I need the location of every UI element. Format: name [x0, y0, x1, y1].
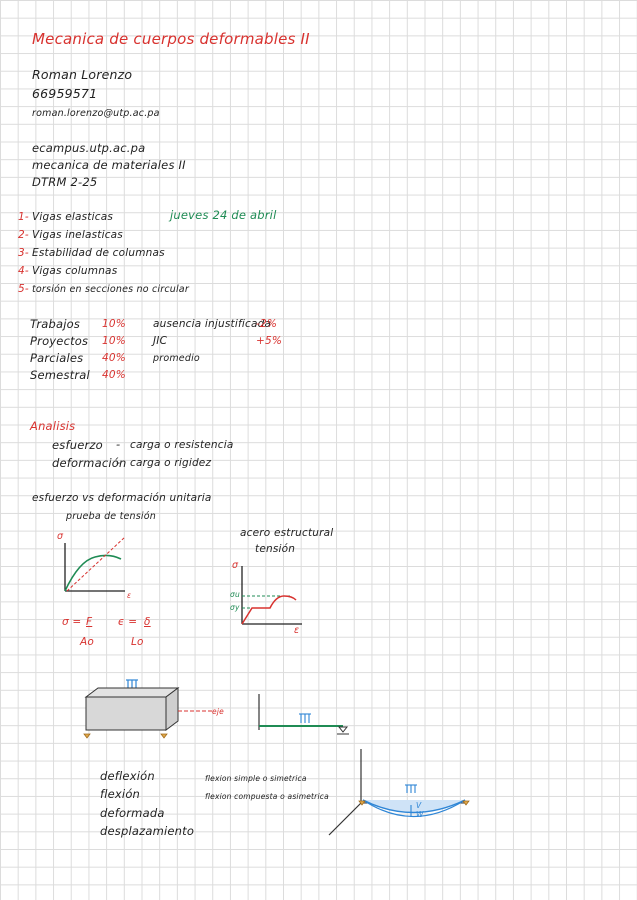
grade-extra-label: ausencia injustificada: [153, 318, 272, 330]
bending-term: desplazamiento: [100, 824, 195, 838]
bending-term: flexión: [100, 787, 141, 801]
grade-percent: 10%: [102, 335, 126, 347]
student-id: 66959571: [32, 86, 98, 101]
shear-label: V: [416, 801, 422, 810]
analysis-desc: carga o resistencia: [130, 439, 234, 451]
group-code: DTRM 2-25: [32, 175, 98, 189]
topic-text: torsión en secciones no circular: [32, 284, 189, 295]
grade-extra-value: -2%: [256, 318, 278, 330]
steel-sigma-label: σ: [232, 560, 239, 571]
bending-term: deflexión: [100, 769, 155, 783]
topic-number: 2-: [18, 229, 29, 241]
strain-formula-denominator: Lo: [131, 636, 144, 648]
email-address: roman.lorenzo@utp.ac.pa: [32, 108, 160, 119]
steel-title: acero estructural: [240, 527, 334, 539]
deflected-beam-sketch: [328, 749, 470, 836]
epsilon-axis-label: ε: [127, 591, 132, 600]
grade-label: Trabajos: [30, 317, 81, 331]
analysis-desc: carga o rigidez: [130, 457, 212, 469]
topic-text: Vigas elasticas: [32, 211, 114, 223]
grade-extra-value: +5%: [256, 335, 283, 347]
strain-formula-lhs: ϵ =: [118, 616, 138, 628]
steel-epsilon-label: ε: [294, 625, 300, 636]
grade-extra-label: JIC: [153, 335, 168, 347]
beam-axis-label: eje: [212, 707, 224, 716]
topic-text: Estabilidad de columnas: [32, 247, 165, 259]
page-title: Mecanica de cuerpos deformables II: [32, 30, 310, 48]
topic-number: 1-: [18, 211, 29, 223]
yield-stress-label: σy: [230, 603, 240, 612]
topic-number: 3-: [18, 247, 29, 259]
topic-number: 4-: [18, 265, 29, 277]
stress-strain-subheading: esfuerzo vs deformación unitaria: [32, 492, 212, 504]
analysis-heading: Analisis: [30, 419, 76, 433]
date-note: jueves 24 de abril: [170, 208, 277, 222]
stress-formula-numerator: F: [86, 616, 93, 628]
stress-formula-denominator: Ao: [80, 636, 95, 648]
analysis-term: deformación: [52, 456, 127, 470]
topic-text: Vigas columnas: [32, 265, 118, 277]
student-name: Roman Lorenzo: [32, 67, 133, 82]
beam-block-sketch: [83, 679, 212, 739]
analysis-dash: -: [116, 437, 121, 451]
grade-label: Semestral: [30, 368, 90, 382]
course-name: mecanica de materiales II: [32, 158, 186, 172]
grade-label: Parciales: [30, 351, 84, 365]
analysis-dash: -: [116, 455, 121, 469]
steel-stress-strain-diagram: [241, 566, 302, 625]
ultimate-stress-label: σu: [230, 590, 240, 599]
grade-percent: 10%: [102, 318, 126, 330]
steel-subtitle: tensión: [255, 543, 296, 555]
cantilever-beam-sketch: [258, 694, 349, 735]
stress-strain-curve-diagram: [64, 536, 126, 592]
compound-bending-note: flexion compuesta o asimetrica: [205, 792, 329, 801]
topic-number: 5-: [18, 283, 29, 295]
sigma-axis-label: σ: [57, 531, 64, 542]
load-w-label: W: [416, 810, 424, 819]
stress-formula-lhs: σ =: [62, 616, 82, 628]
grade-extra-label: promedio: [153, 353, 200, 364]
analysis-term: esfuerzo: [52, 438, 103, 452]
grade-percent: 40%: [102, 369, 126, 381]
grade-label: Proyectos: [30, 334, 89, 348]
topic-text: Vigas inelasticas: [32, 229, 123, 241]
bending-term: deformada: [100, 806, 165, 820]
simple-bending-note: flexion simple o simetrica: [205, 774, 307, 783]
strain-formula-numerator: δ: [144, 616, 151, 628]
tension-test-label: prueba de tensión: [66, 511, 156, 522]
grade-percent: 40%: [102, 352, 126, 364]
platform-url: ecampus.utp.ac.pa: [32, 141, 146, 155]
